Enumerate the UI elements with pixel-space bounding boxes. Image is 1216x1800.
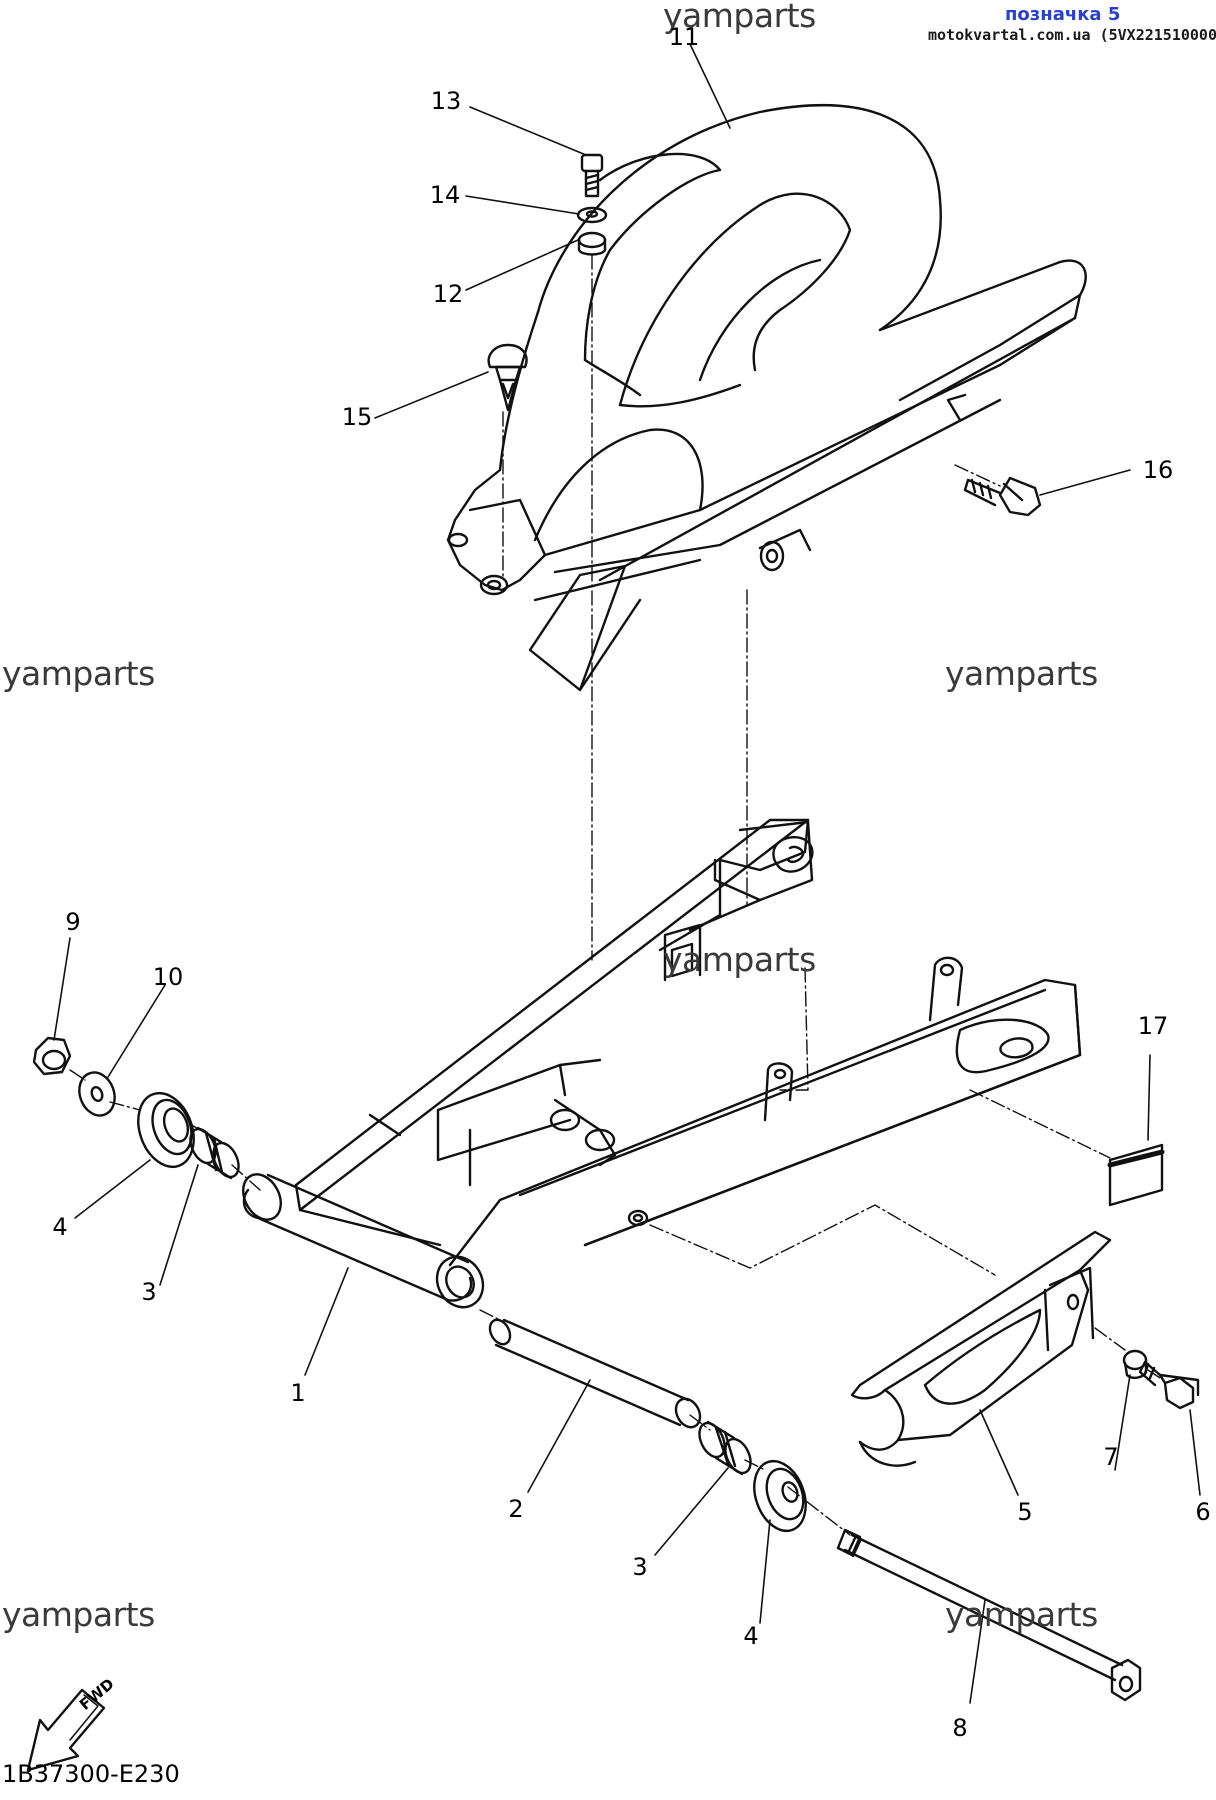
watermark: yamparts	[2, 1595, 155, 1634]
part-5-chain-guard[interactable]	[850, 1230, 1112, 1467]
part-2-collar-tube[interactable]	[486, 1316, 705, 1431]
callout-7: 7	[1103, 1443, 1119, 1471]
part-4-seal-right[interactable]	[745, 1454, 815, 1538]
callout-12: 12	[432, 280, 464, 308]
callout-9: 9	[65, 908, 81, 936]
alignment-lines	[69, 254, 1161, 1536]
fwd-arrow-icon	[26, 1688, 106, 1772]
callout-3: 3	[632, 1553, 648, 1581]
callout-13: 13	[430, 87, 462, 115]
header-link[interactable]: позначка 5	[1005, 4, 1121, 25]
callout-11: 11	[668, 23, 700, 51]
part-4-seal-left[interactable]	[129, 1085, 204, 1174]
callout-16: 16	[1142, 456, 1174, 484]
callout-5: 5	[1017, 1498, 1033, 1526]
callout-4: 4	[52, 1213, 68, 1241]
part-3-bearing-left[interactable]	[185, 1125, 243, 1181]
callout-3: 3	[141, 1278, 157, 1306]
callout-6: 6	[1195, 1498, 1211, 1526]
callout-17: 17	[1137, 1012, 1169, 1040]
part-17-label[interactable]	[1107, 1143, 1165, 1207]
callout-10: 10	[152, 963, 184, 991]
callout-15: 15	[341, 403, 373, 431]
callout-14: 14	[429, 181, 461, 209]
watermark: yamparts	[945, 654, 1098, 693]
part-11-rear-fender[interactable]	[446, 104, 1087, 692]
part-9-nut[interactable]	[32, 1036, 72, 1076]
leader-lines	[53, 43, 1201, 1704]
callout-4: 4	[743, 1622, 759, 1650]
callout-8: 8	[952, 1714, 968, 1742]
part-13-bolt[interactable]	[580, 153, 604, 198]
part-1-swingarm[interactable]	[236, 818, 1082, 1315]
part-6-flange-bolt[interactable]	[1138, 1360, 1200, 1410]
watermark: yamparts	[2, 654, 155, 693]
header-source: motokvartal.com.ua (5VX221510000)	[928, 26, 1216, 44]
watermark: yamparts	[663, 0, 816, 35]
part-14-washer[interactable]	[576, 206, 608, 224]
part-16-flange-bolt[interactable]	[963, 476, 1042, 517]
watermark: yamparts	[945, 1595, 1098, 1634]
part-15-clip[interactable]	[487, 343, 528, 412]
part-10-washer[interactable]	[74, 1068, 121, 1121]
part-8-pivot-shaft[interactable]	[836, 1528, 1142, 1702]
callout-1: 1	[290, 1379, 306, 1407]
part-3-bearing-right[interactable]	[694, 1419, 755, 1477]
part-12-collar[interactable]	[577, 231, 607, 256]
diagram-code: 1B37300-E230	[2, 1760, 180, 1788]
watermark: yamparts	[663, 940, 816, 979]
callout-2: 2	[508, 1495, 524, 1523]
